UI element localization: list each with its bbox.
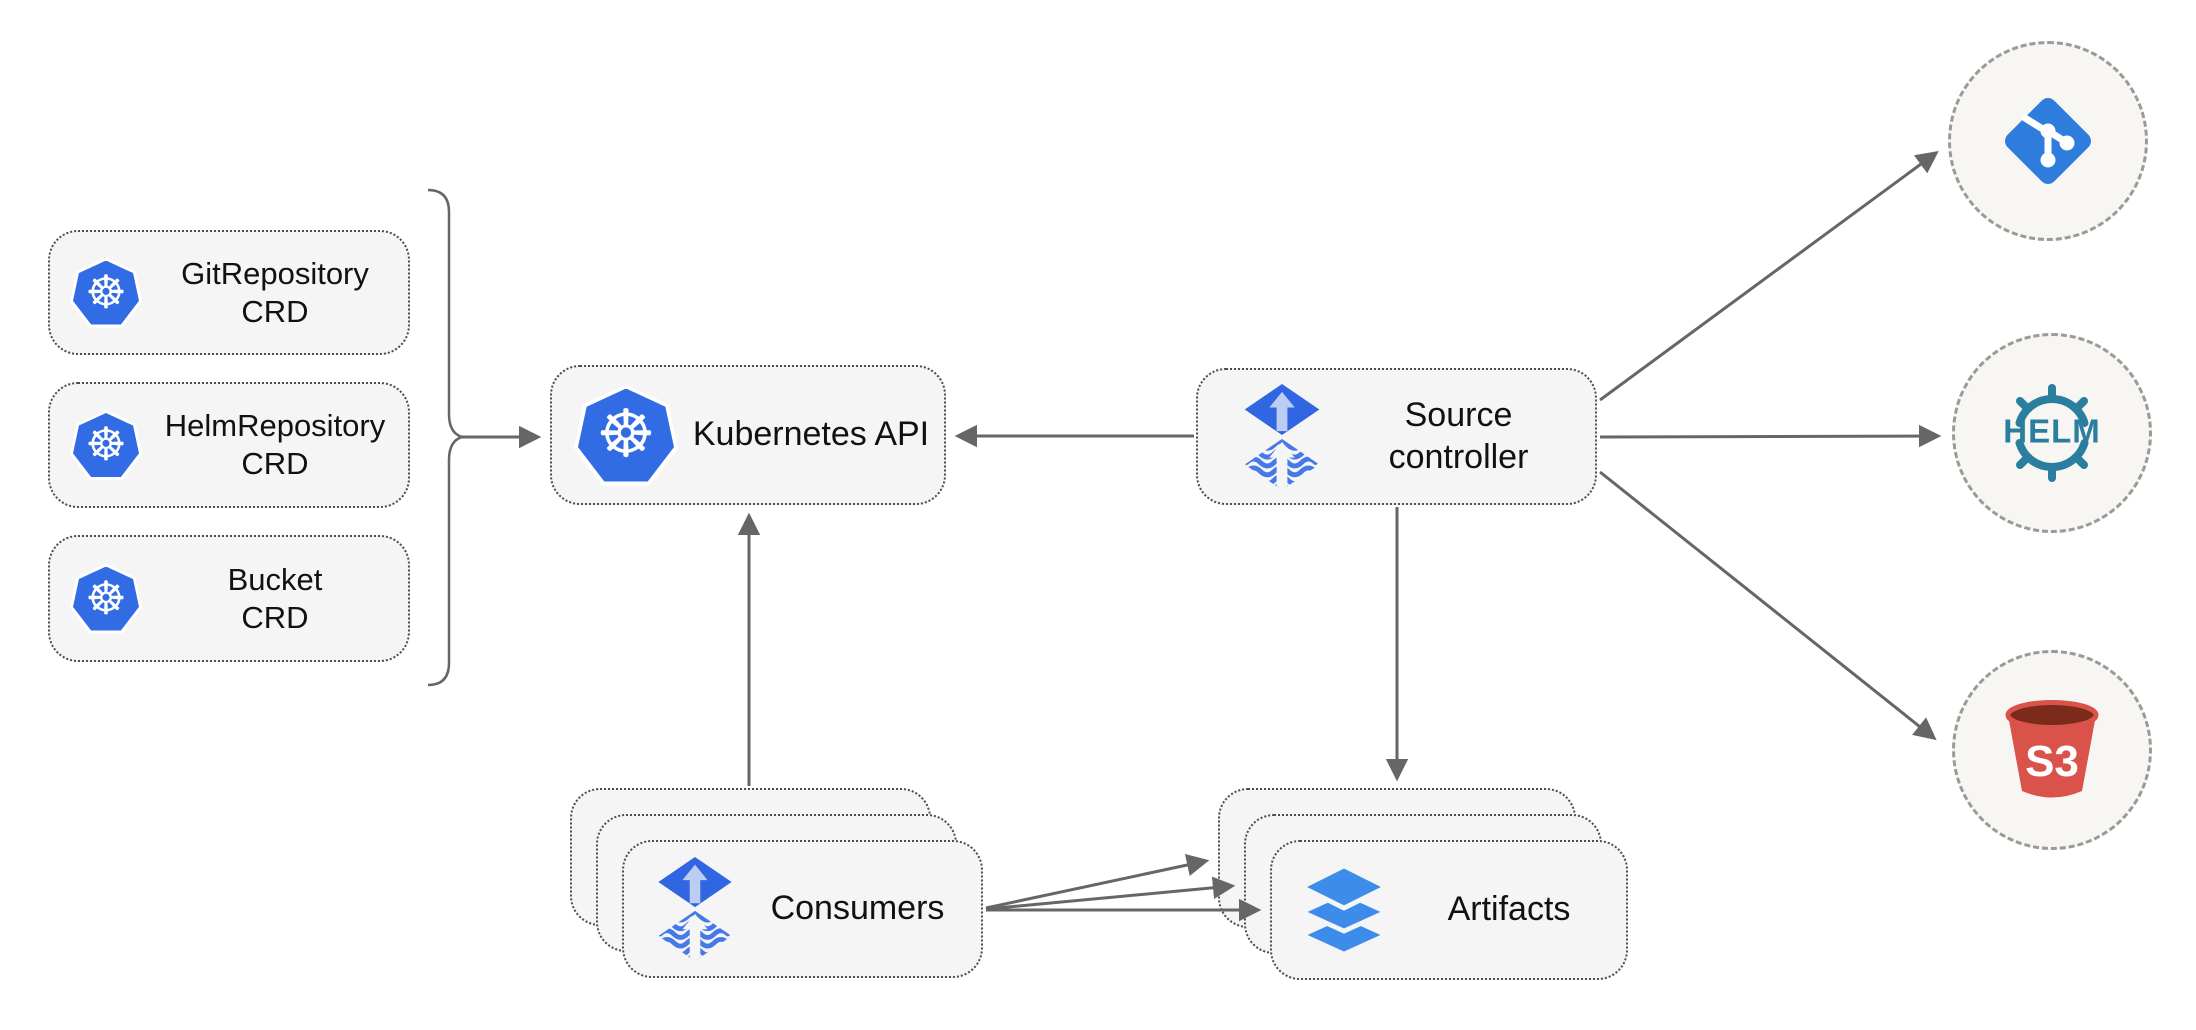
git-icon	[2005, 98, 2091, 184]
node-consumers: Consumers	[622, 840, 983, 978]
node-label: GitRepository CRD	[181, 255, 369, 329]
node-label: Consumers	[770, 889, 945, 928]
kubernetes-icon: ☸	[70, 563, 142, 634]
node-helmrepository-crd: ☸ HelmRepository CRD	[48, 382, 410, 508]
node-label: HelmRepository CRD	[164, 408, 386, 481]
node-kubernetes-api: ☸ Kubernetes API	[550, 365, 946, 505]
node-label: Kubernetes API	[692, 415, 930, 454]
kubernetes-wheel-glyph: ☸	[85, 418, 127, 471]
node-source-controller: Source controller	[1196, 368, 1597, 505]
kubernetes-icon: ☸	[70, 257, 142, 328]
arrow-consumers-to-artifacts-2	[985, 876, 1236, 911]
s3-bucket-icon	[2005, 700, 2099, 798]
external-helm-repository: HELM	[1952, 333, 2152, 533]
arrow-source-controller-to-git	[1599, 151, 1939, 402]
s3-logo-text: S3	[2025, 736, 2079, 786]
kubernetes-icon: ☸	[70, 410, 142, 480]
arrow-source-controller-to-s3	[1599, 470, 1937, 741]
flux-icon	[1244, 383, 1320, 490]
kubernetes-icon: ☸	[574, 384, 678, 486]
node-label: Artifacts	[1447, 890, 1571, 929]
node-bucket-crd: ☸ Bucket CRD	[48, 535, 410, 662]
layers-icon	[1299, 863, 1389, 957]
helm-logo-text: HELM	[2003, 412, 2101, 450]
arrow-consumers-to-artifacts-1	[985, 853, 1210, 910]
helm-icon	[2015, 384, 2089, 482]
kubernetes-wheel-glyph: ☸	[85, 265, 127, 318]
bracket-crd-group	[427, 188, 467, 687]
node-label: Source controller	[1388, 396, 1529, 476]
node-label: Bucket CRD	[227, 561, 323, 635]
external-s3-bucket: S3	[1952, 650, 2152, 850]
node-gitrepository-crd: ☸ GitRepository CRD	[48, 230, 410, 355]
kubernetes-wheel-glyph: ☸	[85, 571, 127, 624]
arrow-source-controller-to-helm	[1599, 424, 1942, 448]
external-git-repository	[1948, 41, 2148, 241]
kubernetes-wheel-glyph: ☸	[596, 396, 656, 471]
flux-icon	[658, 856, 732, 962]
node-artifacts: Artifacts	[1270, 840, 1628, 980]
